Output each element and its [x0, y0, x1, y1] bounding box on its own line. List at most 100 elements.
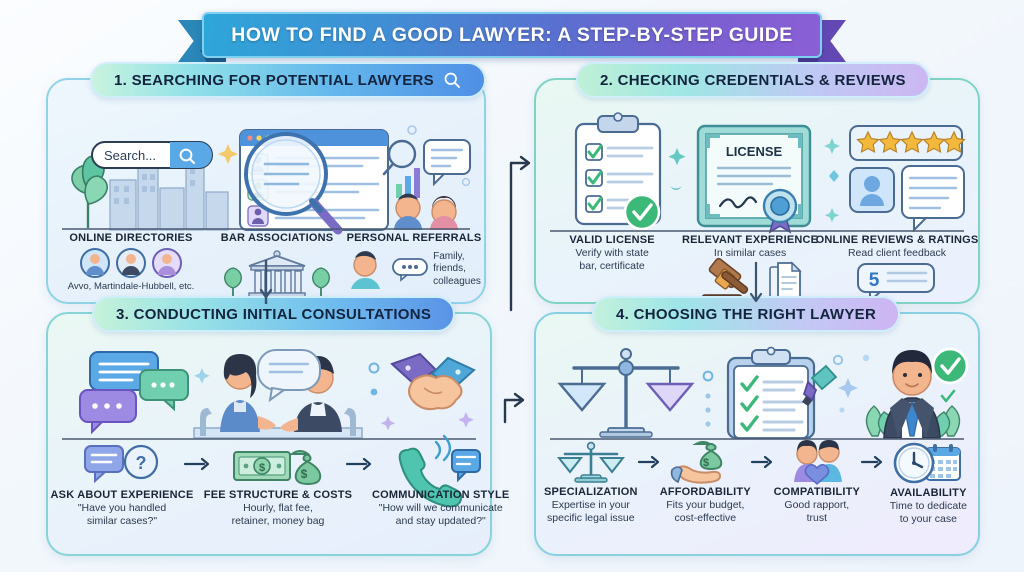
arrow-right-icon — [637, 442, 660, 482]
item-subtext: Read client feedback — [847, 247, 947, 259]
item-online-reviews-ratings: ONLINE REVIEWS & RATINGS Read client fee… — [816, 234, 978, 305]
item-subtext: Time to dedicate to your case — [889, 500, 967, 525]
panel-conducting-initial-consultations: 3. CONDUCTING INITIAL CONSULTATIONS — [46, 296, 509, 556]
panel3-heading-pill: 3. CONDUCTING INITIAL CONSULTATIONS — [92, 296, 456, 332]
item-heading: COMMUNICATION STYLE — [372, 489, 510, 501]
arrow-right-icon — [860, 442, 883, 482]
dot-icon — [705, 407, 711, 413]
check-icon — [587, 196, 603, 211]
person-speech-icon — [351, 251, 381, 289]
phone-chat-icon — [398, 434, 481, 508]
check-circle-icon — [931, 347, 969, 385]
item-heading: AFFORDABILITY — [659, 486, 751, 498]
item-heading: BAR ASSOCIATIONS — [220, 232, 334, 244]
arrow-right-icon — [750, 442, 773, 482]
rating-value: 5 — [869, 270, 880, 291]
item-online-directories: ONLINE DIRECTORIES Avvo, Martindale-Hubb… — [56, 232, 206, 304]
connector-panel1-to-panel2 — [509, 155, 531, 312]
panel2-heading-text: 2. CHECKING CREDENTIALS & REVIEWS — [600, 71, 906, 89]
magnifier-small-icon — [382, 139, 417, 176]
item-heading: FEE STRUCTURE & COSTS — [203, 489, 353, 501]
magnifier-icon — [244, 132, 343, 235]
sparkle-icon — [824, 138, 840, 223]
dot-icon — [705, 421, 711, 427]
bar-chart-icon — [396, 168, 420, 198]
check-icon — [587, 144, 603, 159]
item-affordability: $ AFFORDABILITY Fits your budget, cost-e… — [659, 441, 751, 525]
dot-icon — [370, 388, 378, 396]
check-icon — [587, 170, 603, 185]
city-skyline-icon — [109, 157, 229, 231]
item-subtext: Verify with state bar, certificate — [575, 247, 649, 272]
two-people-heart-icon — [793, 440, 842, 485]
hand-money-icon: $ — [671, 441, 723, 484]
item-ask-about-experience: ? ASK ABOUT EXPERIENCE "Have you handled… — [51, 444, 193, 528]
people-pair-icon — [394, 193, 458, 230]
item-bar-associations: BAR ASSOCIATIONS — [206, 232, 348, 304]
seal-icon — [762, 188, 798, 234]
arrow-head-icon — [519, 155, 531, 171]
item-fee-structure-costs: $ $ FEE STRUCTURE & COSTS Hourly, flat f… — [204, 444, 352, 528]
panel-choosing-the-right-lawyer: 4. CHOOSING THE RIGHT LAWYER — [534, 296, 980, 556]
panel3-items: ? ASK ABOUT EXPERIENCE "Have you handled… — [51, 434, 509, 528]
arrow-head-icon — [513, 392, 525, 408]
panel4-scene — [550, 344, 969, 440]
diamond-icon — [829, 170, 839, 182]
dot-icon — [705, 393, 711, 399]
item-subtext: "How will we communicate and stay update… — [378, 502, 503, 527]
item-subtext: Hourly, flat fee, retainer, money bag — [231, 502, 325, 527]
item-availability: AVAILABILITY Time to dedicate to your ca… — [883, 442, 974, 526]
item-compatibility: COMPATIBILITY Good rapport, trust — [773, 440, 861, 525]
item-specialization: SPECIALIZATION Expertise in your specifi… — [544, 441, 638, 525]
panel2-scene: LICENSE — [550, 108, 966, 234]
avatar-group-icon — [80, 248, 182, 278]
item-heading: ONLINE REVIEWS & RATINGS — [815, 234, 979, 246]
sparkle-icon — [838, 378, 858, 398]
item-heading: ASK ABOUT EXPERIENCE — [50, 489, 194, 501]
clipboard-checklist-icon — [574, 112, 662, 231]
arrow-right-icon — [183, 444, 210, 484]
item-relevant-experience: RELEVANT EXPERIENCE In similar cases — [678, 234, 822, 305]
signature-icon — [718, 196, 758, 209]
tree-icon — [224, 267, 330, 298]
pen-icon — [802, 364, 838, 406]
panel4-divider — [550, 438, 964, 440]
dot-icon — [368, 362, 380, 374]
item-heading: RELEVANT EXPERIENCE — [681, 234, 819, 246]
sparkle-icon — [380, 412, 474, 431]
check-circle-icon — [623, 193, 661, 231]
panel4-items: SPECIALIZATION Expertise in your specifi… — [544, 440, 974, 526]
search-icon — [444, 72, 460, 88]
arrow-right-icon — [345, 444, 372, 484]
svg-text:$: $ — [259, 462, 265, 474]
svg-text:$: $ — [301, 467, 308, 481]
speech-dots-icon — [392, 258, 428, 282]
panel1-items: ONLINE DIRECTORIES Avvo, Martindale-Hubb… — [56, 232, 481, 304]
item-subtext: Expertise in your specific legal issue — [547, 499, 635, 524]
scales-of-justice-icon — [557, 348, 695, 438]
two-people-meeting-icon — [193, 349, 363, 439]
chat-bubbles-icon — [79, 351, 189, 435]
item-heading: AVAILABILITY — [890, 487, 967, 499]
lawyer-portrait-icon — [883, 350, 941, 439]
chat-bubble-icon — [423, 139, 471, 187]
panel1-divider — [62, 228, 470, 230]
item-heading: SPECIALIZATION — [544, 486, 638, 498]
dot-icon — [461, 177, 471, 187]
item-subtext: In similar cases — [713, 247, 787, 259]
sparkle-icon — [668, 148, 686, 166]
svg-text:?: ? — [136, 453, 147, 473]
panel2-divider — [550, 230, 964, 232]
item-valid-license: VALID LICENSE Verify with state bar, cer… — [546, 234, 678, 305]
title-ribbon: HOW TO FIND A GOOD LAWYER: A STEP-BY-STE… — [178, 12, 846, 64]
item-heading: COMPATIBILITY — [773, 486, 861, 498]
dot-icon — [832, 354, 844, 366]
money-bag-icon: $ $ — [233, 450, 322, 486]
item-subtext: Avvo, Martindale-Hubbell, etc. — [67, 281, 195, 292]
review-card-icon — [849, 165, 965, 233]
dot-icon — [839, 407, 845, 413]
item-personal-referrals: PERSONAL REFERRALS Family, — [347, 232, 481, 304]
panel4-heading-pill: 4. CHOOSING THE RIGHT LAWYER — [592, 296, 901, 332]
search-input-value: Search... — [104, 148, 156, 163]
